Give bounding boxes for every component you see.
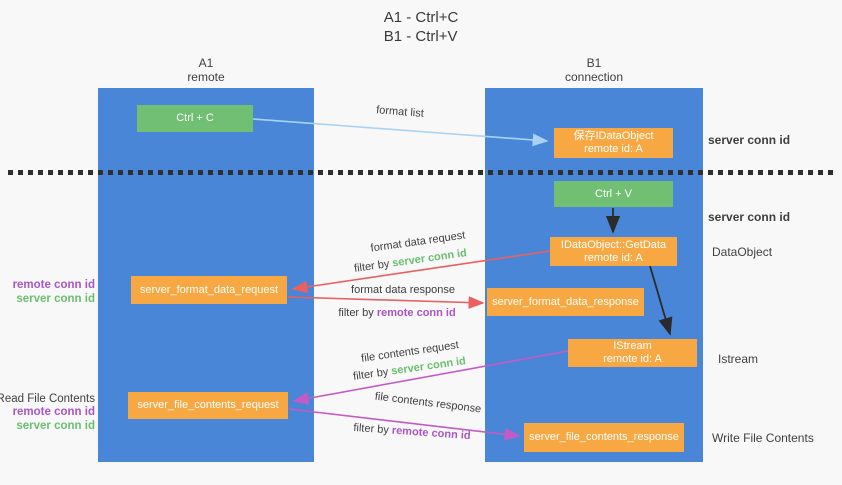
getdata-node: IDataObject::GetData remote id: A xyxy=(550,237,677,266)
remote-conn-id-text: remote conn id xyxy=(12,406,95,418)
getdata-line2: remote id: A xyxy=(584,251,643,264)
server-file-contents-response-label: server_file_contents_response xyxy=(529,431,679,443)
dataobject-annotation: DataObject xyxy=(712,245,773,259)
ctrl-v-node: Ctrl + V xyxy=(554,181,673,207)
read-file-contents-annotation: Read File Contents xyxy=(0,393,95,405)
ctrl-c-node: Ctrl + C xyxy=(137,105,253,132)
format-data-request-arrow xyxy=(291,250,551,294)
server-file-contents-response-node: server_file_contents_response xyxy=(524,423,684,452)
format-data-response-label: format data response xyxy=(351,284,455,296)
istream-line2: remote id: A xyxy=(603,353,662,365)
istream-annotation: Istream xyxy=(718,352,759,366)
right-column-name: B1 xyxy=(586,56,602,70)
filter-by-text: filter by xyxy=(353,421,390,437)
server-format-data-request-node: server_format_data_request xyxy=(131,276,287,304)
title-line-2: B1 - Ctrl+V xyxy=(383,28,458,45)
save-dataobject-line2: remote id: A xyxy=(584,143,643,155)
right-column-subtitle: connection xyxy=(564,70,624,84)
file-contents-request-arrow xyxy=(292,350,569,405)
format-list-arrow xyxy=(252,118,549,147)
server-conn-id-annotation-mid: server conn id xyxy=(708,210,791,224)
remote-conn-id-text: remote conn id xyxy=(376,307,456,319)
save-dataobject-node: 保存IDataObject remote id: A xyxy=(554,128,673,158)
session-separator-dotted-line xyxy=(8,170,835,175)
server-conn-id-text: server conn id xyxy=(16,419,95,432)
save-dataobject-line1: 保存IDataObject xyxy=(573,130,654,142)
istream-line1: IStream xyxy=(613,340,652,352)
ctrl-v-label: Ctrl + V xyxy=(595,187,632,200)
left-column-subtitle: remote xyxy=(187,70,225,84)
left-column-header: A1 remote xyxy=(98,56,314,84)
filter-by-text: filter by xyxy=(338,307,374,319)
getdata-line1: IDataObject::GetData xyxy=(560,238,667,251)
right-column-header: B1 connection xyxy=(485,56,703,84)
getdata-to-istream-arrow xyxy=(649,265,673,336)
server-conn-id-annotation-top: server conn id xyxy=(708,133,791,147)
file-contents-response-arrow xyxy=(288,408,521,441)
title-line-1: A1 - Ctrl+C xyxy=(383,9,459,26)
format-data-response-arrow xyxy=(287,296,485,309)
istream-node: IStream remote id: A xyxy=(568,339,697,367)
left-column-name: A1 xyxy=(198,56,214,70)
server-file-contents-request-label: server_file_contents_request xyxy=(137,399,279,411)
server-file-contents-request-node: server_file_contents_request xyxy=(128,392,288,419)
diagram-title: A1 - Ctrl+C B1 - Ctrl+V xyxy=(0,8,842,46)
ctrl-c-label: Ctrl + C xyxy=(176,112,214,124)
server-format-data-request-label: server_format_data_request xyxy=(139,283,279,296)
server-conn-id-text: server conn id xyxy=(16,292,95,305)
file-request-conn-id-stack: Read File Contents remote conn id server… xyxy=(0,392,95,433)
remote-conn-id-text: remote conn id xyxy=(12,279,95,291)
format-data-response-filter-label: filter by remote conn id xyxy=(327,307,467,319)
format-request-conn-id-stack: remote conn id server conn id xyxy=(13,279,95,306)
server-format-data-response-label: server_format_data_response xyxy=(492,295,639,308)
server-format-data-response-node: server_format_data_response xyxy=(487,288,644,316)
write-file-contents-annotation: Write File Contents xyxy=(712,431,814,445)
